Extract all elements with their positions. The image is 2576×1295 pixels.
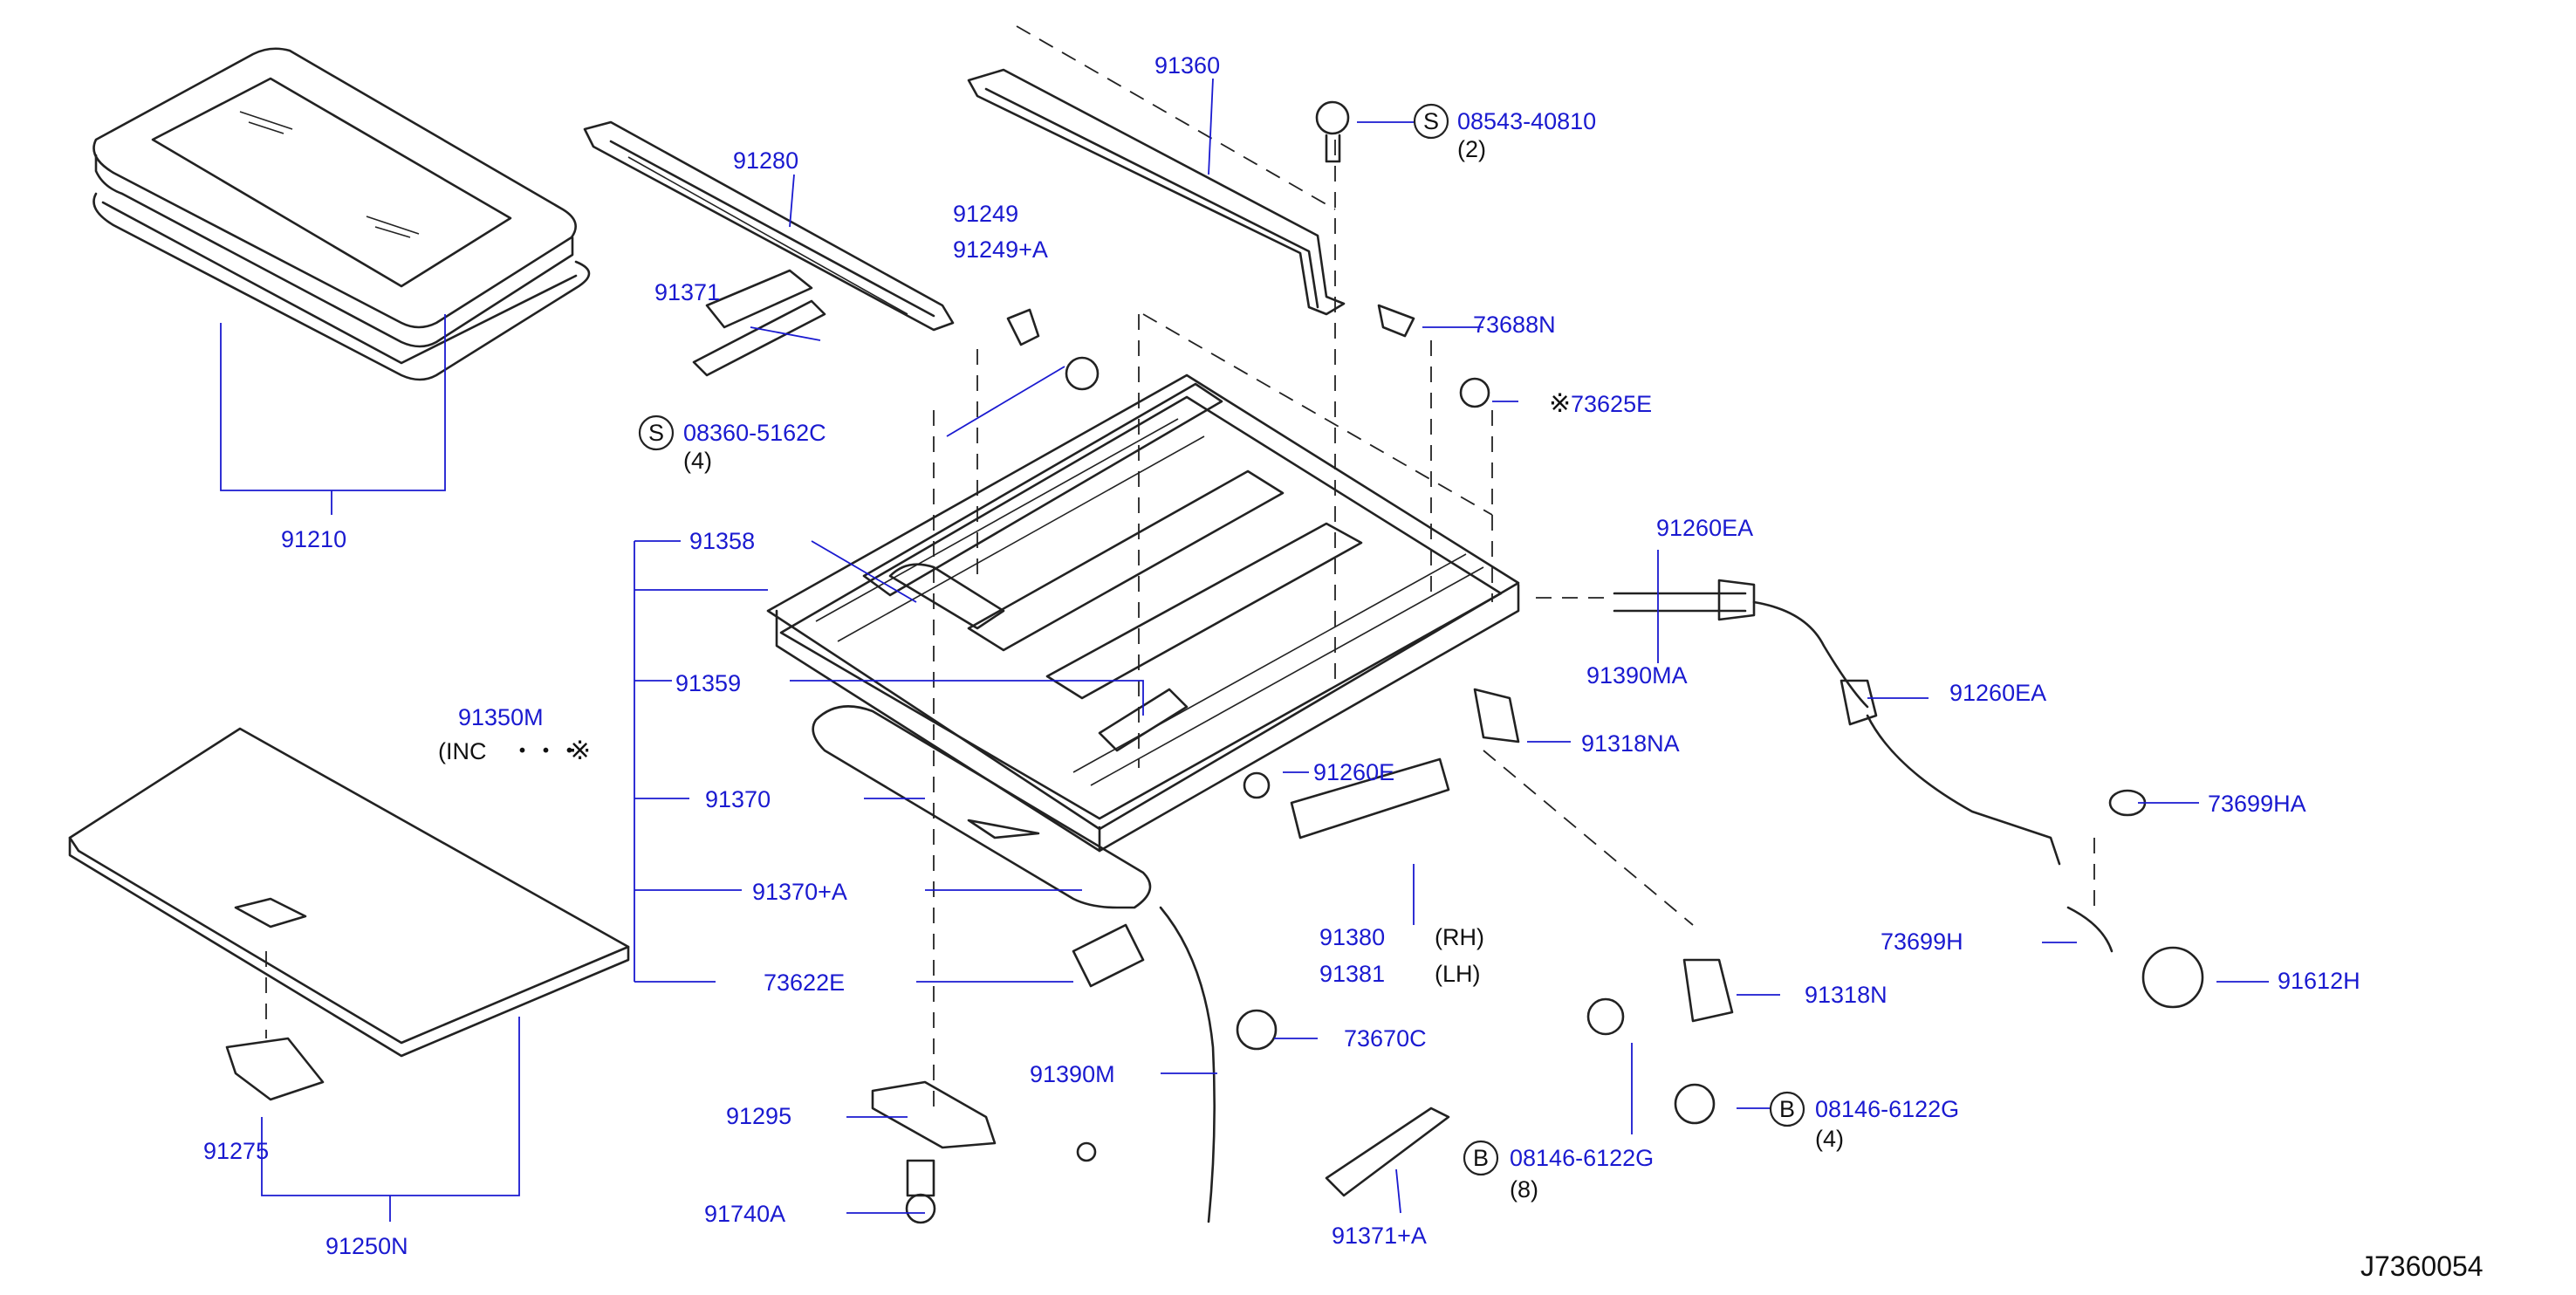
- label-73688n[interactable]: 73688N: [1473, 312, 1556, 338]
- diagram-code: J7360054: [2360, 1250, 2484, 1282]
- label-91612h[interactable]: 91612H: [2278, 968, 2360, 994]
- wind-deflector-illustration: [583, 120, 955, 332]
- label-08146-6122g-right[interactable]: 08146-6122G: [1815, 1096, 1959, 1122]
- screw-s-symbol-2: S: [648, 420, 664, 446]
- assembly-guide-lines: [265, 25, 2095, 1117]
- label-91318na[interactable]: 91318NA: [1581, 730, 1680, 757]
- label-91740a[interactable]: 91740A: [704, 1201, 785, 1227]
- label-91260e[interactable]: 91260E: [1313, 759, 1394, 785]
- note-91350m-inc: (INC: [438, 738, 487, 764]
- label-91390m[interactable]: 91390M: [1030, 1061, 1115, 1087]
- label-91350m[interactable]: 91350M: [458, 704, 544, 730]
- label-91380[interactable]: 91380: [1319, 924, 1385, 950]
- qty-08146-6122g-right: (4): [1815, 1126, 1844, 1152]
- label-91210[interactable]: 91210: [281, 526, 346, 552]
- label-73622e[interactable]: 73622E: [764, 970, 845, 996]
- label-91360[interactable]: 91360: [1154, 52, 1220, 79]
- label-73625e[interactable]: 73625E: [1571, 391, 1652, 417]
- label-08146-6122g-left[interactable]: 08146-6122G: [1510, 1145, 1654, 1171]
- note-91350m-dots: ・・・: [510, 738, 581, 764]
- part-labels: 91360 08543-40810 (2) 91280 91249 91249+…: [203, 52, 2484, 1282]
- label-91371-a[interactable]: 91371+A: [1332, 1223, 1427, 1249]
- label-73699h[interactable]: 73699H: [1881, 928, 1963, 955]
- label-91371[interactable]: 91371: [654, 279, 720, 305]
- label-91249-a[interactable]: 91249+A: [953, 236, 1048, 263]
- label-91295[interactable]: 91295: [726, 1103, 791, 1129]
- label-91390ma[interactable]: 91390MA: [1586, 662, 1688, 689]
- label-91275[interactable]: 91275: [203, 1138, 269, 1164]
- side-91380-rh: (RH): [1435, 924, 1484, 950]
- label-91250n[interactable]: 91250N: [325, 1233, 408, 1259]
- label-91370-a[interactable]: 91370+A: [752, 879, 847, 905]
- label-73699ha[interactable]: 73699HA: [2208, 791, 2306, 817]
- label-91260ea-top[interactable]: 91260EA: [1656, 515, 1753, 541]
- small-parts-illustration: [225, 100, 2204, 1224]
- sunshade-illustration: [68, 727, 630, 1058]
- sunroof-frame-illustration: [766, 373, 1520, 909]
- label-91249[interactable]: 91249: [953, 201, 1018, 227]
- label-73670c[interactable]: 73670C: [1344, 1025, 1427, 1052]
- label-91359[interactable]: 91359: [675, 670, 741, 696]
- label-91370[interactable]: 91370: [705, 786, 771, 812]
- glass-panel-illustration: [92, 47, 591, 381]
- symbol-circles: S S B B ※ ※: [569, 103, 1805, 1176]
- label-08543-40810[interactable]: 08543-40810: [1457, 108, 1596, 134]
- label-91318n[interactable]: 91318N: [1805, 982, 1887, 1008]
- mark-symbol-2: ※: [569, 737, 591, 765]
- qty-08146-6122g-left: (8): [1510, 1176, 1538, 1202]
- side-91381-lh: (LH): [1435, 961, 1481, 987]
- screw-s-symbol-1: S: [1423, 108, 1439, 134]
- label-91280[interactable]: 91280: [733, 147, 798, 174]
- label-91358[interactable]: 91358: [689, 528, 755, 554]
- bolt-b-symbol-1: B: [1779, 1096, 1795, 1122]
- label-91260ea-mid[interactable]: 91260EA: [1949, 680, 2046, 706]
- bolt-b-symbol-2: B: [1473, 1145, 1489, 1171]
- mark-symbol-1: ※: [1549, 389, 1571, 418]
- leader-lines: [220, 78, 2269, 1222]
- label-08360-5162c[interactable]: 08360-5162C: [683, 420, 826, 446]
- qty-08360-5162c: (4): [683, 448, 712, 474]
- label-91381[interactable]: 91381: [1319, 961, 1385, 987]
- qty-08543-40810: (2): [1457, 136, 1486, 162]
